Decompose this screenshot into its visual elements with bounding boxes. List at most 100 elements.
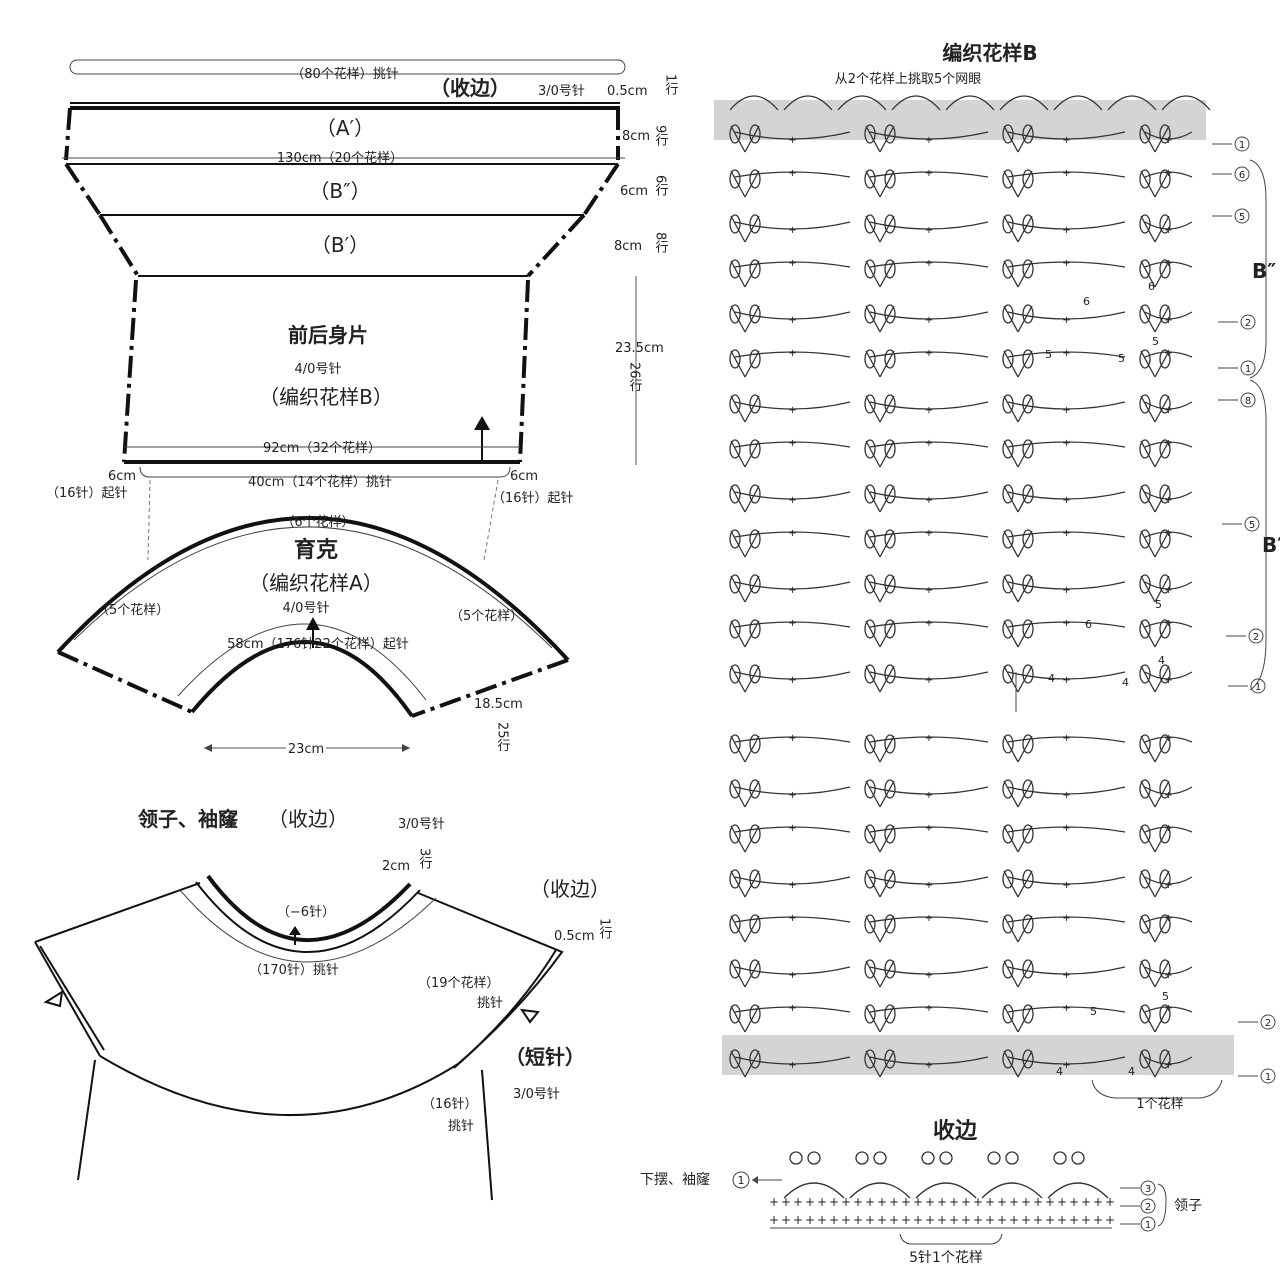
single-crochet-mark: + xyxy=(788,225,796,236)
treble-cluster xyxy=(865,1005,895,1033)
chart-inner-number: 6 xyxy=(1083,295,1090,308)
single-crochet-mark: + xyxy=(925,675,933,686)
single-crochet-mark: + xyxy=(788,495,796,506)
row-label: 1 xyxy=(1255,682,1261,693)
chain-arc xyxy=(1007,736,1126,743)
top-scallop xyxy=(1053,95,1103,111)
stitch-loop xyxy=(864,1049,876,1069)
treble-cluster xyxy=(1140,780,1170,808)
single-crochet-mark: + xyxy=(1062,168,1070,179)
treble-cluster xyxy=(1140,440,1170,468)
stitch-loop xyxy=(1022,869,1034,889)
edging-repeat-label: 5针1个花样 xyxy=(909,1250,983,1266)
single-crochet-mark: + xyxy=(788,438,796,449)
stitch-loop xyxy=(1022,824,1034,844)
treble-cluster xyxy=(865,485,895,513)
edging-repeat-bracket xyxy=(899,1233,1003,1245)
stitch-loop xyxy=(729,439,741,459)
row-label: 1 xyxy=(1265,1072,1271,1083)
single-crochet-mark: + xyxy=(1062,438,1070,449)
body-height: 23.5cm xyxy=(615,341,664,356)
second-row-stitch: + xyxy=(901,1195,911,1209)
edging-row-labels: 321 xyxy=(1120,1180,1156,1232)
single-crochet-mark: + xyxy=(788,675,796,686)
treble-cluster xyxy=(865,215,895,243)
treble-cluster xyxy=(1003,960,1033,988)
chain-arc xyxy=(869,171,989,178)
stitch-loop xyxy=(1002,304,1014,324)
stitch-loop xyxy=(1002,619,1014,639)
collar-pickup: （170针）挑针 xyxy=(249,963,339,978)
edging-right-label: 领子 xyxy=(1174,1198,1202,1214)
single-crochet-mark: + xyxy=(788,618,796,629)
base-stitch: + xyxy=(769,1213,779,1227)
stitch-loop xyxy=(749,824,761,844)
treble-cluster xyxy=(865,825,895,853)
treble-cluster xyxy=(730,620,760,648)
treble-cluster xyxy=(730,260,760,288)
single-crochet-mark: + xyxy=(925,880,933,891)
stitch-loop xyxy=(864,259,876,279)
stitch-loop xyxy=(1022,484,1034,504)
treble-cluster xyxy=(1140,915,1170,943)
treble-cluster xyxy=(865,170,895,198)
stitch-loop xyxy=(1159,214,1171,234)
right-marker xyxy=(519,1008,540,1024)
collar-decrease: （−6针） xyxy=(277,905,335,920)
treble-cluster xyxy=(1003,575,1033,603)
stitch-loop xyxy=(1139,259,1151,279)
treble-cluster xyxy=(730,395,760,423)
second-row-stitch: + xyxy=(841,1195,851,1209)
treble-cluster xyxy=(730,530,760,558)
stitch-loop xyxy=(1159,439,1171,459)
treble-cluster xyxy=(1003,665,1033,693)
stitch-loop xyxy=(884,394,896,414)
chain-arc xyxy=(869,671,989,680)
garment-left-edge xyxy=(34,941,101,1057)
body-right xyxy=(518,279,530,463)
row-label: 1 xyxy=(1245,364,1251,375)
treble-cluster xyxy=(1003,350,1033,378)
treble-cluster xyxy=(1140,665,1170,693)
chain-arc xyxy=(869,401,989,410)
stitch-loop xyxy=(729,869,741,889)
single-crochet-mark: + xyxy=(1062,970,1070,981)
stitch-loop xyxy=(749,169,761,189)
stitch-loop xyxy=(864,439,876,459)
treble-cluster xyxy=(1003,735,1033,763)
chain-arc xyxy=(1007,401,1126,410)
stitch-loop xyxy=(1139,169,1151,189)
single-crochet-mark: + xyxy=(925,1003,933,1014)
second-row-stitch: + xyxy=(877,1195,887,1209)
stitch-loop xyxy=(1022,734,1034,754)
stitch-loop xyxy=(729,779,741,799)
base-stitch: + xyxy=(1105,1213,1115,1227)
single-crochet-mark: + xyxy=(788,315,796,326)
second-row-stitch: + xyxy=(889,1195,899,1209)
stitch-loop xyxy=(749,1004,761,1024)
stitch-loop xyxy=(749,779,761,799)
yoke-right-edge xyxy=(411,658,569,718)
chart-stitch-rows: ++++++++++++++++++++++++++++++++++++++++… xyxy=(729,95,1211,1078)
chain-arc xyxy=(869,221,989,230)
single-crochet-mark: + xyxy=(788,405,796,416)
stitch-loop xyxy=(864,529,876,549)
stitch-loop xyxy=(729,959,741,979)
edging-chart: 收边 下摆、袖窿 1 +++++++++++++++++++++++++++++… xyxy=(640,1118,1202,1266)
stitch-loop xyxy=(729,734,741,754)
chart-b-title: 编织花样B xyxy=(942,41,1037,65)
section-b1-height: 8cm xyxy=(614,239,642,254)
second-row-stitch: + xyxy=(985,1195,995,1209)
chain-arc xyxy=(734,351,851,358)
base-stitch: + xyxy=(1093,1213,1103,1227)
single-crochet-mark: + xyxy=(925,1060,933,1071)
row-label-circle xyxy=(1248,628,1264,644)
single-crochet-mark: + xyxy=(925,970,933,981)
chain-arc xyxy=(869,131,989,140)
edging-row-circle xyxy=(1140,1180,1156,1196)
single-crochet-mark: + xyxy=(1062,1060,1070,1071)
stitch-loop xyxy=(1159,484,1171,504)
collar-edging-label: （收边） xyxy=(530,877,610,901)
treble-cluster xyxy=(865,735,895,763)
section-b2-rows: 6行 xyxy=(653,175,669,198)
